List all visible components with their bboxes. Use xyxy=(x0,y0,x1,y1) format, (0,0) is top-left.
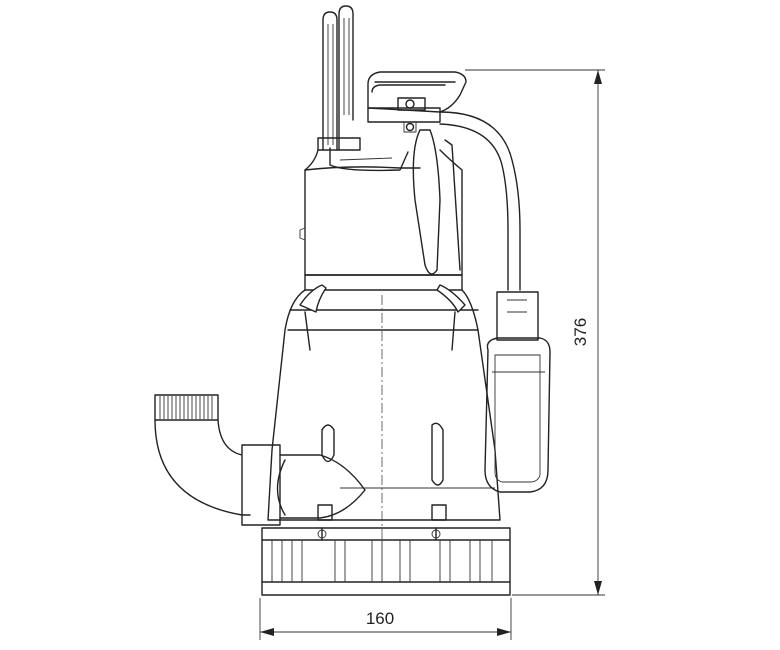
discharge-outlet xyxy=(154,394,366,526)
motor-housing xyxy=(299,129,463,291)
width-dimension: 160 xyxy=(259,598,512,640)
handle xyxy=(367,71,467,133)
pump-body xyxy=(267,284,501,521)
strainer-base xyxy=(261,527,511,596)
width-label: 160 xyxy=(366,609,394,628)
float-switch xyxy=(484,291,551,493)
cable-pair xyxy=(317,5,361,151)
height-label: 376 xyxy=(571,318,590,346)
float-cable xyxy=(439,111,521,291)
height-dimension: 376 xyxy=(465,69,605,596)
